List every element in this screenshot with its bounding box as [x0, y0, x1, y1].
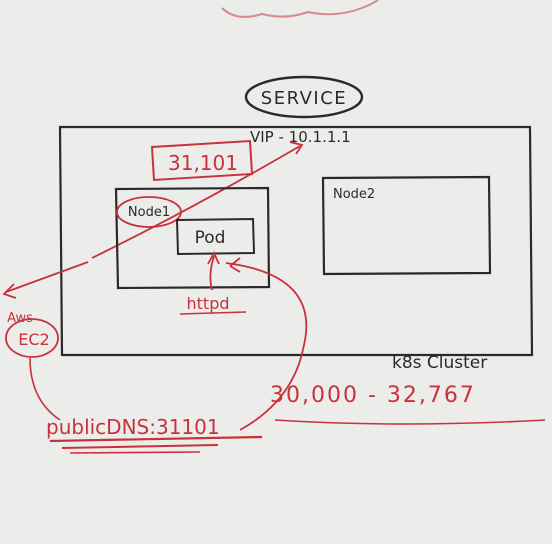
public-dns-underline-1 [49, 435, 263, 443]
httpd-underline [179, 311, 247, 315]
httpd-arrow [209, 255, 215, 291]
public-dns-underline-2 [61, 444, 219, 449]
node1-box [114, 186, 271, 290]
arrow-to-ec2-head [2, 283, 17, 299]
public-dns-underline-3 [69, 451, 201, 454]
cluster-box [58, 125, 534, 357]
service-ellipse [244, 75, 364, 119]
httpd-label: httpd [187, 294, 230, 313]
node1-label: Node1 [128, 205, 170, 220]
curve-arrow-head [229, 257, 241, 273]
port-range-underline [274, 419, 546, 425]
ec2-to-dns-line [29, 357, 61, 421]
node1-circle [116, 196, 182, 228]
curve-to-ec2 [225, 262, 308, 431]
node2-label: Node2 [333, 187, 375, 202]
cluster-label: k8s Cluster [392, 353, 487, 373]
ec2-label-bottom: EC2 [18, 330, 49, 349]
pod-label: Pod [195, 228, 226, 248]
arrow-vip-head [289, 141, 304, 155]
public-dns-label: publicDNS:31101 [46, 415, 220, 439]
port-range-label: 30,000 - 32,767 [270, 383, 476, 408]
vip-label: VIP - 10.1.1.1 [250, 128, 351, 146]
httpd-arrow-head [207, 250, 220, 265]
service-label: SERVICE [261, 88, 347, 109]
ec2-label-top: Aws [7, 311, 33, 326]
node2-box [321, 175, 492, 276]
ec2-circle [5, 318, 59, 358]
port-box-label: 31,101 [168, 151, 238, 175]
arrow-to-ec2 [5, 261, 89, 293]
pod-box [175, 217, 256, 256]
top-scribble [221, 0, 379, 18]
